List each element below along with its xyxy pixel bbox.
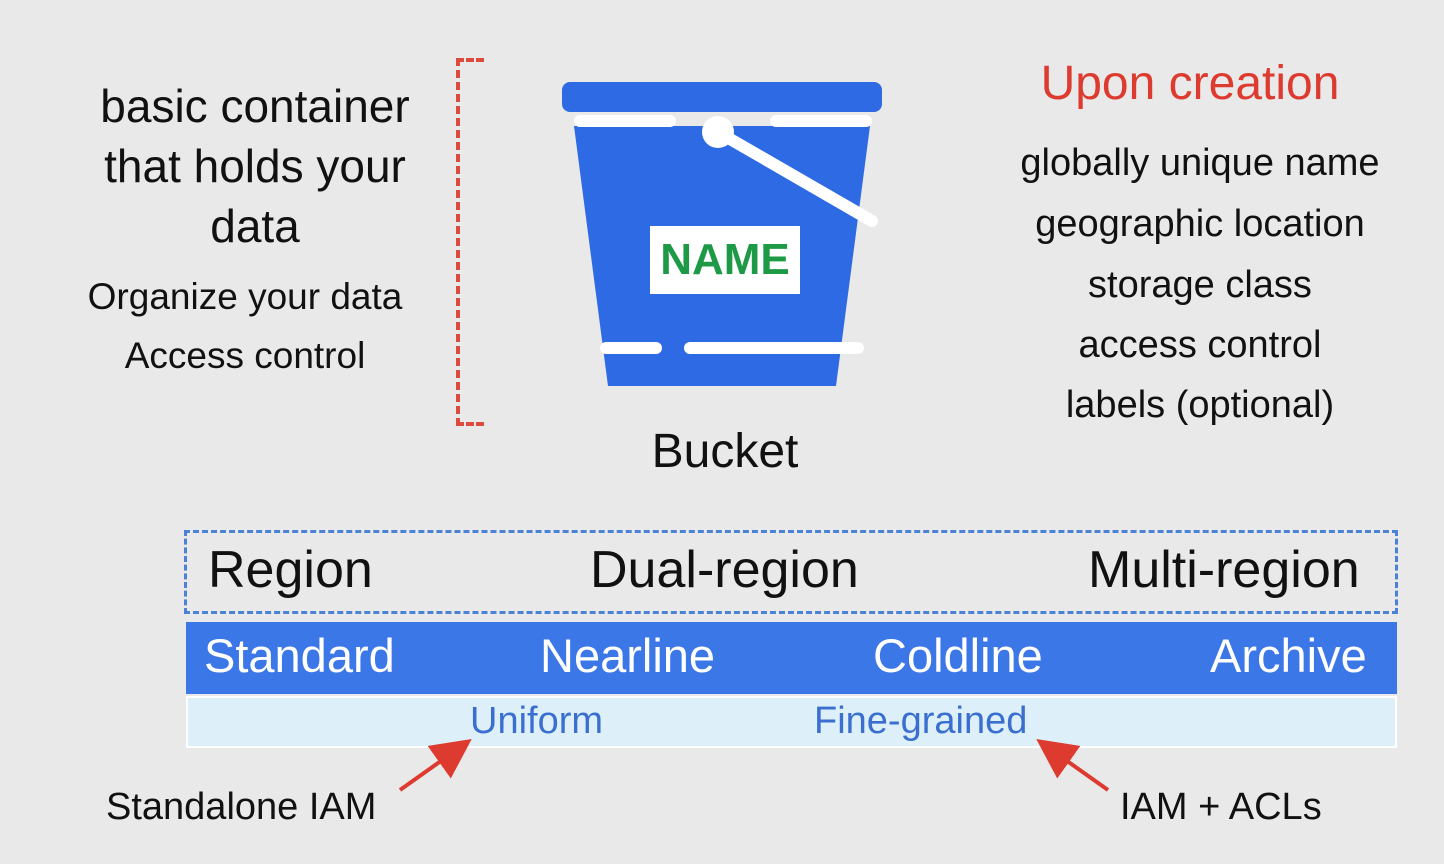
description-line-2: that holds your — [104, 140, 406, 192]
location-options-box — [184, 530, 1398, 614]
bucket-name-tag: NAME — [650, 226, 800, 294]
bucket-description: basic container that holds your data — [60, 76, 450, 256]
point-access-control: Access control — [124, 335, 366, 376]
arrow-to-uniform — [398, 739, 472, 792]
access-fine-grained: Fine-grained — [814, 700, 1028, 742]
creation-item-storage-class: storage class — [1088, 264, 1312, 306]
location-region: Region — [208, 541, 373, 599]
location-dual-region: Dual-region — [590, 541, 859, 599]
class-nearline: Nearline — [540, 629, 716, 682]
creation-item-name: globally unique name — [1020, 142, 1380, 184]
note-iam-acls: IAM + ACLs — [1120, 786, 1322, 828]
description-line-1: basic container — [100, 80, 410, 132]
description-line-3: data — [210, 200, 300, 252]
storage-class-bar — [186, 622, 1397, 694]
creation-title: Upon creation — [1040, 57, 1340, 110]
class-archive: Archive — [1210, 629, 1367, 682]
location-multi-region: Multi-region — [1088, 541, 1360, 599]
creation-item-labels: labels (optional) — [1065, 384, 1335, 426]
class-standard: Standard — [204, 629, 395, 682]
class-coldline: Coldline — [873, 629, 1043, 682]
point-organize: Organize your data — [87, 276, 403, 317]
arrow-to-fine-grained — [1036, 739, 1110, 792]
creation-item-location: geographic location — [1035, 203, 1365, 245]
note-standalone-iam: Standalone IAM — [106, 786, 377, 828]
bucket-label: Bucket — [651, 425, 799, 478]
creation-item-access-control: access control — [1078, 324, 1322, 366]
access-uniform: Uniform — [470, 700, 604, 742]
access-control-bar — [186, 696, 1397, 748]
dashed-bracket — [456, 58, 484, 426]
